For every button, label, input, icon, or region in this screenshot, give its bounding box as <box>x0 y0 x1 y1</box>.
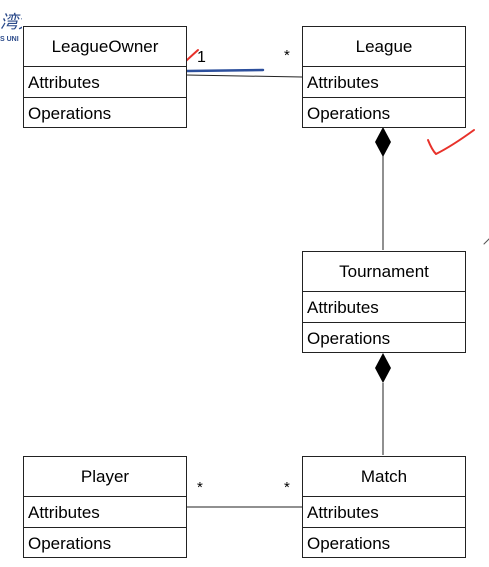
operations-compartment-leagueowner: Operations <box>28 104 112 123</box>
class-name-leagueowner: LeagueOwner <box>24 27 186 67</box>
class-leagueowner[interactable]: LeagueOwner Attributes Operations <box>23 26 187 128</box>
pen-stroke-mark <box>483 238 489 245</box>
operations-compartment-match: Operations <box>307 534 391 553</box>
class-name-tournament: Tournament <box>303 252 465 292</box>
operations-compartment-player: Operations <box>28 534 112 553</box>
multiplicity-player: * <box>197 479 203 496</box>
multiplicity-league: * <box>284 47 290 64</box>
class-match[interactable]: Match Attributes Operations <box>302 456 466 558</box>
multiplicity-leagueowner: 1 <box>197 49 206 66</box>
attributes-compartment-leagueowner: Attributes <box>24 67 186 98</box>
attributes-compartment-player: Attributes <box>24 497 186 528</box>
red-check-mark-right <box>427 129 475 155</box>
attributes-compartment-league: Attributes <box>303 67 465 98</box>
association-line-leagueowner-league <box>185 74 303 78</box>
class-name-league: League <box>303 27 465 67</box>
operations-compartment-league: Operations <box>307 104 391 123</box>
logo-latin-text: S UNI <box>0 36 19 43</box>
class-name-player: Player <box>24 457 186 497</box>
university-logo-fragment: 湾大学 S UNI <box>0 12 22 54</box>
attributes-compartment-tournament: Attributes <box>303 292 465 323</box>
composition-diamond-league <box>375 127 391 157</box>
class-name-match: Match <box>303 457 465 497</box>
operations-compartment-tournament: Operations <box>307 329 391 348</box>
class-tournament[interactable]: Tournament Attributes Operations <box>302 251 466 353</box>
class-league[interactable]: League Attributes Operations <box>302 26 466 128</box>
attributes-compartment-match: Attributes <box>303 497 465 528</box>
class-player[interactable]: Player Attributes Operations <box>23 456 187 558</box>
composition-diamond-tournament <box>375 353 391 383</box>
multiplicity-match: * <box>284 479 290 496</box>
blue-underline-mark <box>185 68 265 73</box>
logo-characters: 湾大学 <box>0 12 22 33</box>
